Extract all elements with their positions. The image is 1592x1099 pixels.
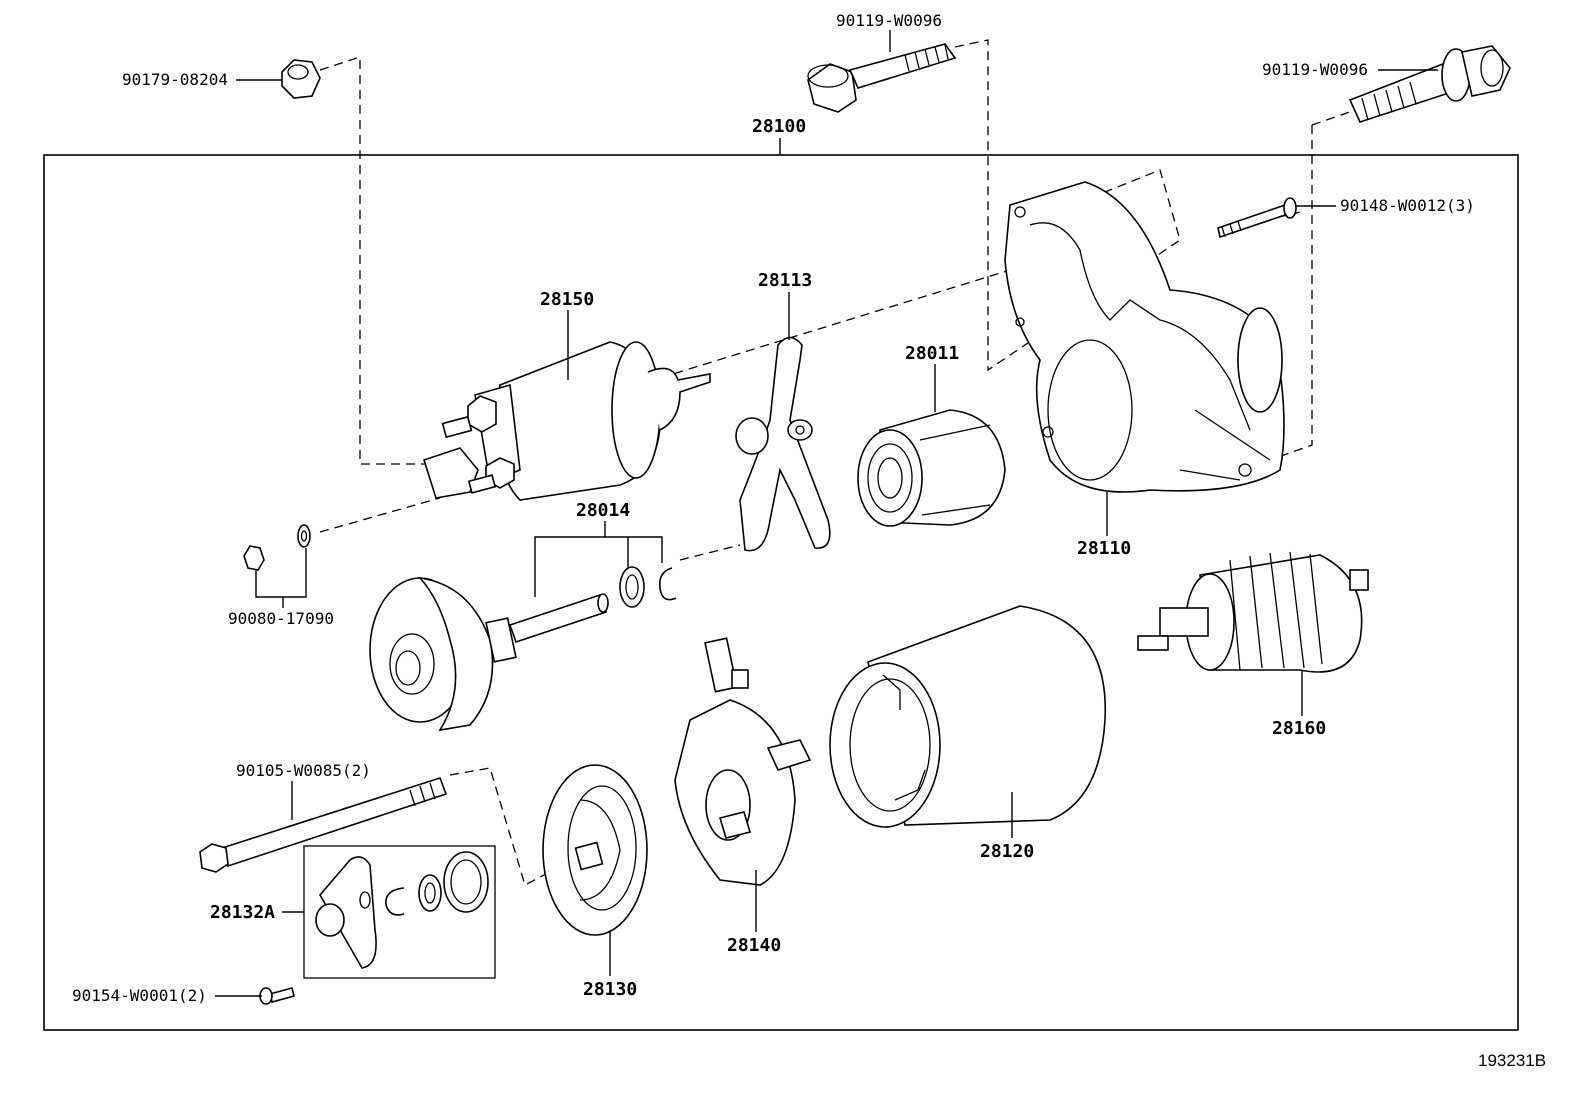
label-28150: 28150	[540, 289, 594, 310]
end-cover-28130	[542, 764, 648, 936]
armature-28160	[1137, 551, 1369, 673]
label-28113: 28113	[758, 270, 812, 291]
label-90105-w0085: 90105-W0085(2)	[236, 761, 371, 780]
label-28132a: 28132A	[210, 902, 275, 923]
label-90119-w0096-right: 90119-W0096	[1262, 60, 1368, 79]
label-28160: 28160	[1272, 718, 1326, 739]
label-90148-w0012: 90148-W0012(3)	[1340, 196, 1475, 215]
starter-clutch-28011	[857, 409, 1006, 527]
brush-holder-28140	[674, 637, 812, 886]
screw-90154	[259, 987, 295, 1005]
label-28120: 28120	[980, 841, 1034, 862]
label-28130: 28130	[583, 979, 637, 1000]
assembly-frame	[43, 154, 1519, 1031]
assembly-guide-lines	[319, 39, 1371, 886]
reference-code: 193231B	[1478, 1051, 1546, 1070]
label-90080-17090: 90080-17090	[228, 609, 334, 628]
screw-90148	[1217, 197, 1297, 239]
label-28110: 28110	[1077, 538, 1131, 559]
nut-washer-90080	[243, 524, 311, 571]
yoke-28120	[829, 605, 1107, 828]
label-28014: 28014	[576, 500, 630, 521]
solenoid-28150	[423, 341, 711, 501]
shaft-assembly-28014	[369, 566, 677, 732]
starter-housing-28110	[1004, 181, 1285, 493]
label-90154-w0001: 90154-W0001(2)	[72, 986, 207, 1005]
label-28011: 28011	[905, 343, 959, 364]
leader-lines	[215, 30, 1438, 997]
flange-bolt-90119-center	[807, 43, 957, 113]
through-bolt-90105	[199, 777, 448, 873]
hex-nut-90179	[281, 59, 321, 99]
part-labels: 90179-08204 90119-W0096 90119-W0096 2810…	[72, 11, 1475, 1005]
label-90179-08204: 90179-08204	[122, 70, 228, 89]
label-28100: 28100	[752, 116, 806, 137]
drive-lever-28113	[735, 336, 831, 552]
label-28140: 28140	[727, 935, 781, 956]
flange-bolt-90119-right	[1348, 45, 1511, 123]
label-90119-w0096-center: 90119-W0096	[836, 11, 942, 30]
kit-28132A	[303, 845, 496, 979]
